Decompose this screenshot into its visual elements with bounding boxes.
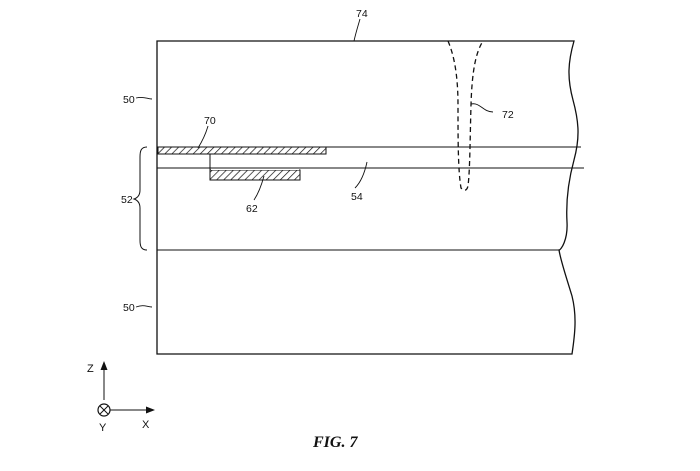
leader-62 xyxy=(253,175,265,201)
element-70 xyxy=(157,146,327,155)
leader-72 xyxy=(470,103,494,113)
leader-50-bottom xyxy=(135,305,153,308)
leader-54 xyxy=(354,161,368,189)
axis-label-x: X xyxy=(142,419,150,431)
leader-50-top xyxy=(135,96,153,100)
block-outline xyxy=(156,40,579,355)
leader-70 xyxy=(197,125,209,149)
ref-label-54: 54 xyxy=(351,191,363,203)
ref-label-74: 74 xyxy=(356,8,368,20)
ref-label-50-top: 50 xyxy=(123,94,135,106)
leader-74 xyxy=(353,18,361,42)
ref-label-50-bottom: 50 xyxy=(123,302,135,314)
substrate-block xyxy=(156,40,579,355)
z-arrowhead-icon xyxy=(100,361,108,370)
ref-label-52: 52 xyxy=(121,194,133,206)
bracket-52 xyxy=(132,146,148,251)
y-axis-cross-2 xyxy=(99,405,109,415)
ref-label-70: 70 xyxy=(204,115,216,127)
dashed-region-72 xyxy=(447,40,484,191)
ref-label-72: 72 xyxy=(502,109,514,121)
figure-caption: FIG. 7 xyxy=(312,434,358,451)
element-62 xyxy=(209,169,301,181)
coordinate-axes: Z X Y xyxy=(87,361,155,434)
axis-label-z: Z xyxy=(87,363,94,375)
ref-label-62: 62 xyxy=(246,203,258,215)
axis-label-y: Y xyxy=(99,422,107,434)
element-62-gap xyxy=(211,168,299,170)
x-arrowhead-icon xyxy=(146,406,155,414)
